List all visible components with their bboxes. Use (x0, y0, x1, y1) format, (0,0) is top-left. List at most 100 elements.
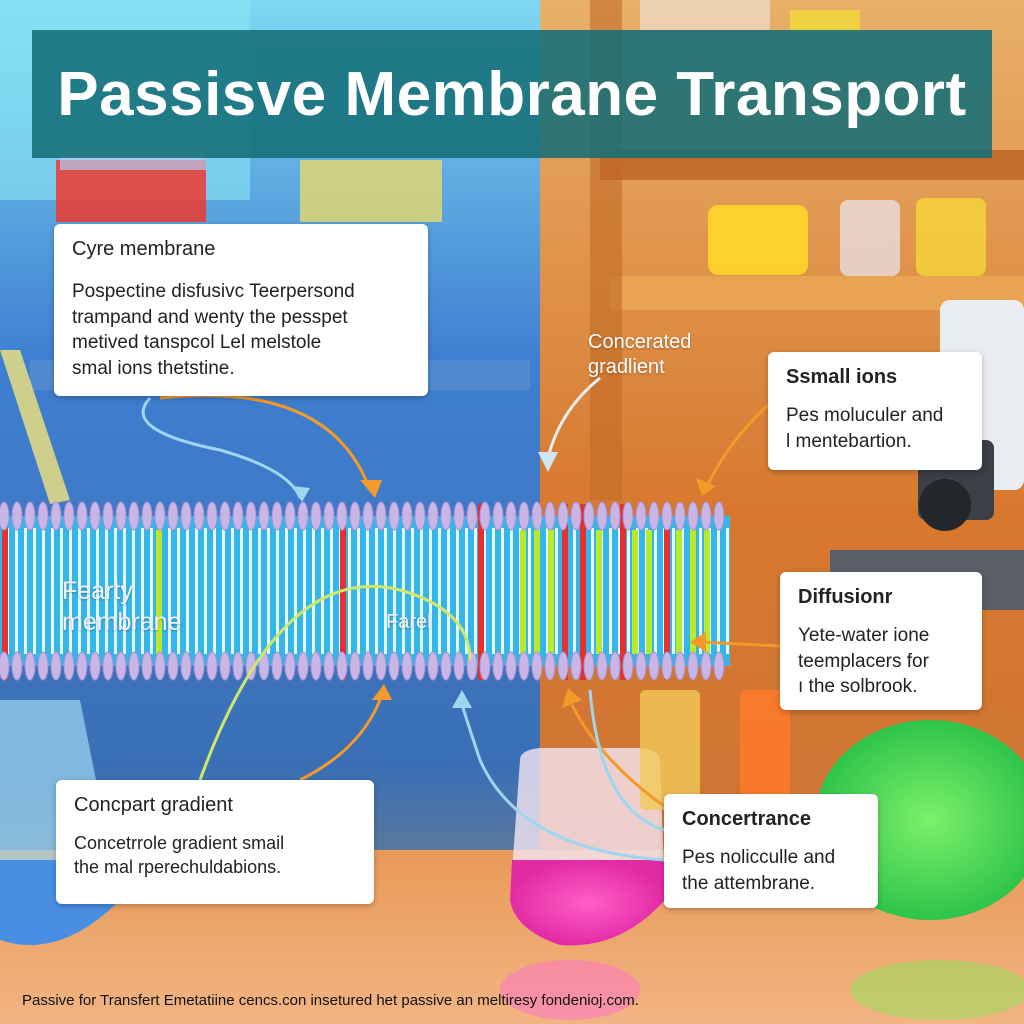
lipid-head (609, 651, 621, 681)
lipid-tail (366, 528, 369, 654)
lipid-head (89, 501, 101, 531)
concertrance-card: Concertrance Pes nolicculle and the atte… (664, 794, 878, 908)
lipid-head (102, 501, 114, 531)
lipid-tail (69, 528, 72, 654)
lipid-tail (78, 528, 81, 654)
card-body: Pes moluculer and l mentebartion. (786, 403, 964, 454)
lipid-tail (231, 528, 234, 654)
lipid-tail (60, 528, 63, 654)
lipid-head (700, 651, 712, 681)
lipid-tail (699, 528, 702, 654)
channel-protein-green (646, 530, 652, 654)
lipid-tail (123, 528, 126, 654)
small-ions-card: Ssmall ions Pes moluculer and l mentebar… (768, 352, 982, 470)
card-line: Pes moluculer and (786, 405, 944, 426)
arrow-concpart-orange (299, 699, 382, 782)
lipid-tail (384, 528, 387, 654)
lipid-tail (294, 528, 297, 654)
lipid-head (622, 651, 634, 681)
channel-protein-green (632, 530, 638, 654)
lipid-head (206, 651, 218, 681)
lipid-head (37, 501, 49, 531)
lipid-tail (726, 528, 729, 654)
lipid-head (193, 651, 205, 681)
lipid-tail (672, 528, 675, 654)
label-line: Concerated (588, 331, 692, 353)
lipid-tail (420, 528, 423, 654)
lipid-head (232, 651, 244, 681)
card-line: l mentebartion. (786, 430, 912, 452)
lipid-tail (411, 528, 414, 654)
lipid-head (50, 501, 62, 531)
lipid-tail (348, 528, 351, 654)
lipid-head (11, 501, 23, 531)
lipid-tail (375, 528, 378, 654)
lipid-head (453, 501, 465, 531)
channel-protein-green (676, 530, 682, 654)
lipid-head (661, 651, 673, 681)
lipid-head (635, 501, 647, 531)
channel-protein-red (2, 504, 8, 680)
lipid-head (323, 651, 335, 681)
lipid-head (440, 501, 452, 531)
lipid-head (323, 501, 335, 531)
lipid-head (284, 651, 296, 681)
lipid-tail (627, 528, 630, 654)
lipid-head (89, 651, 101, 681)
arrow-concerated (546, 376, 601, 459)
lipid-head (219, 651, 231, 681)
lipid-tail (213, 528, 216, 654)
lipid-head (661, 501, 673, 531)
lipid-head (154, 651, 166, 681)
lipid-head (362, 651, 374, 681)
title-banner: Passisve Membrane Transport (32, 30, 992, 158)
lipid-head (206, 501, 218, 531)
lipid-head (375, 501, 387, 531)
lipid-head (583, 651, 595, 681)
lipid-head (453, 651, 465, 681)
card-body: Yete-water ione teemplacers for ı the so… (798, 623, 964, 700)
lipid-tail (357, 528, 360, 654)
lipid-tail (195, 528, 198, 654)
arrow-concertrance-blue2 (588, 689, 665, 832)
lipid-tail (654, 528, 657, 654)
lipid-head (50, 651, 62, 681)
lipid-tail (510, 528, 513, 654)
lipid-head (440, 651, 452, 681)
lipid-tail (222, 528, 225, 654)
lipid-tail (42, 528, 45, 654)
lipid-bilayer-membrane (0, 501, 730, 681)
card-title: Ssmall ions (786, 366, 898, 388)
lipid-head (687, 501, 699, 531)
lipid-head (622, 501, 634, 531)
lipid-tail (87, 528, 90, 654)
lipid-head (362, 501, 374, 531)
channel-protein-red (478, 504, 484, 680)
arrow-blue-to-membrane (141, 396, 302, 499)
lipid-tail (618, 528, 621, 654)
fearty-membrane-label: Fearty membrane (62, 576, 182, 639)
card-line: Concetrrole gradient smail (74, 833, 285, 853)
lipid-tail (303, 528, 306, 654)
lipid-tail (492, 528, 495, 654)
arrow-concpart-green (198, 584, 472, 781)
lipid-tail (717, 528, 720, 654)
card-title: Concertrance (682, 808, 811, 830)
lipid-head (557, 651, 569, 681)
lipid-head (674, 501, 686, 531)
lipid-tail (258, 528, 261, 654)
lipid-head (180, 651, 192, 681)
lipid-tail (24, 528, 27, 654)
lipid-head (492, 501, 504, 531)
lipid-head (245, 501, 257, 531)
lipid-head (414, 501, 426, 531)
lipid-tail (501, 528, 504, 654)
lipid-head (531, 651, 543, 681)
lipid-tail (141, 528, 144, 654)
lipid-head (609, 501, 621, 531)
lipid-head (76, 651, 88, 681)
lipid-head (401, 651, 413, 681)
lipid-tail (456, 528, 459, 654)
lipid-head (141, 501, 153, 531)
card-line: Pes nolicculle and (682, 847, 836, 868)
